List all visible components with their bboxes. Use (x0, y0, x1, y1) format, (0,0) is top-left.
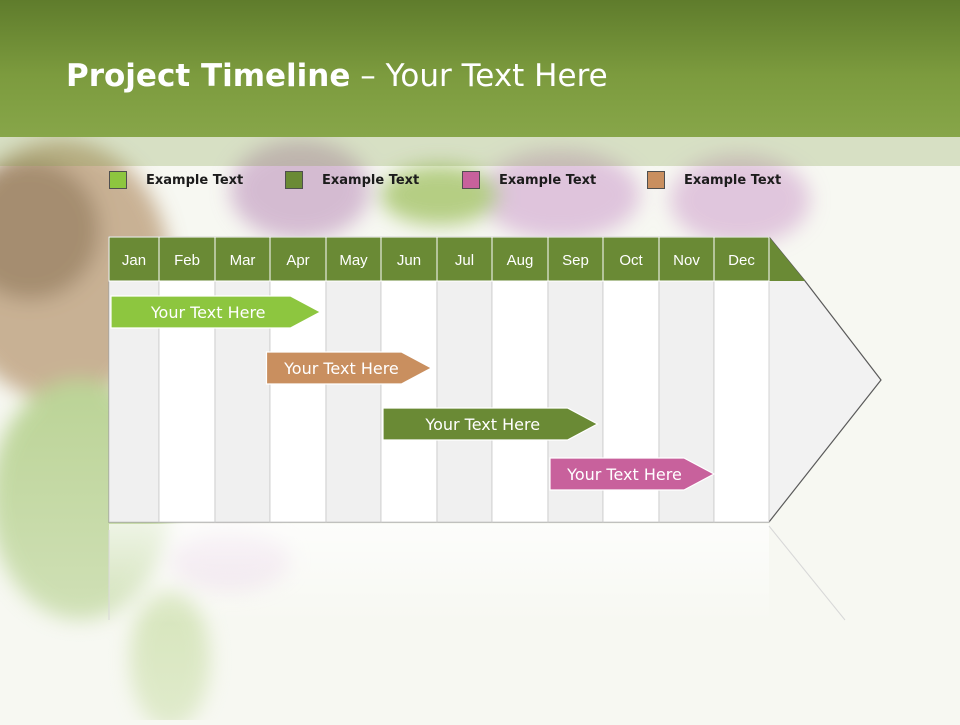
month-label: Aug (507, 252, 534, 269)
month-label: Mar (230, 252, 256, 269)
month-cell (547, 236, 604, 282)
task-bar (549, 457, 716, 491)
month-column (325, 280, 382, 523)
month-cell (269, 236, 327, 282)
legend-swatch (462, 171, 480, 189)
month-label: Apr (286, 252, 309, 269)
month-label: Sep (562, 252, 589, 269)
title-rest: – Your Text Here (350, 58, 608, 94)
month-cell (436, 236, 493, 282)
title-bold: Project Timeline (66, 58, 351, 94)
month-column (436, 280, 493, 523)
month-cell (713, 236, 770, 282)
legend-label: Example Text (499, 173, 597, 188)
legend-swatch (109, 171, 127, 189)
reflection-edge (768, 525, 846, 621)
legend-label: Example Text (146, 173, 244, 188)
month-label: Jun (397, 252, 421, 269)
month-cell (491, 236, 549, 282)
month-label: May (339, 252, 368, 269)
page-title: Project Timeline – Your Text Here (66, 58, 608, 94)
month-label: Nov (673, 252, 700, 269)
reflection-panel (109, 524, 769, 624)
timeline-reflection (108, 524, 846, 624)
month-column (713, 280, 770, 523)
month-columns (108, 280, 770, 523)
legend-swatch (285, 171, 303, 189)
task-label: Your Text Here (283, 359, 399, 378)
task-bar (265, 351, 433, 385)
month-cell (108, 236, 160, 282)
month-cell (325, 236, 382, 282)
month-bar-tip (769, 237, 805, 281)
task-label: Your Text Here (566, 465, 682, 484)
month-label: Jan (122, 252, 146, 269)
month-column (491, 280, 549, 523)
legend-label: Example Text (684, 173, 782, 188)
legend-label: Example Text (322, 173, 420, 188)
month-cell (380, 236, 438, 282)
month-column (380, 280, 438, 523)
month-label: Dec (728, 252, 755, 269)
month-label: Oct (619, 252, 643, 269)
month-header-bar: Jan Feb Mar Apr May Jun Jul Aug Sep Oct Nov Dec (108, 236, 805, 282)
month-label: Jul (455, 252, 474, 269)
legend-swatch (647, 171, 665, 189)
month-cell (214, 236, 271, 282)
task-label: Your Text Here (150, 303, 266, 322)
month-cell (602, 236, 660, 282)
header-band (0, 137, 960, 166)
month-label: Feb (174, 252, 200, 269)
task-bar (110, 295, 322, 329)
task-label: Your Text Here (424, 415, 540, 434)
header-bar: Project Timeline – Your Text Here (0, 0, 960, 137)
task-bar (382, 407, 599, 441)
